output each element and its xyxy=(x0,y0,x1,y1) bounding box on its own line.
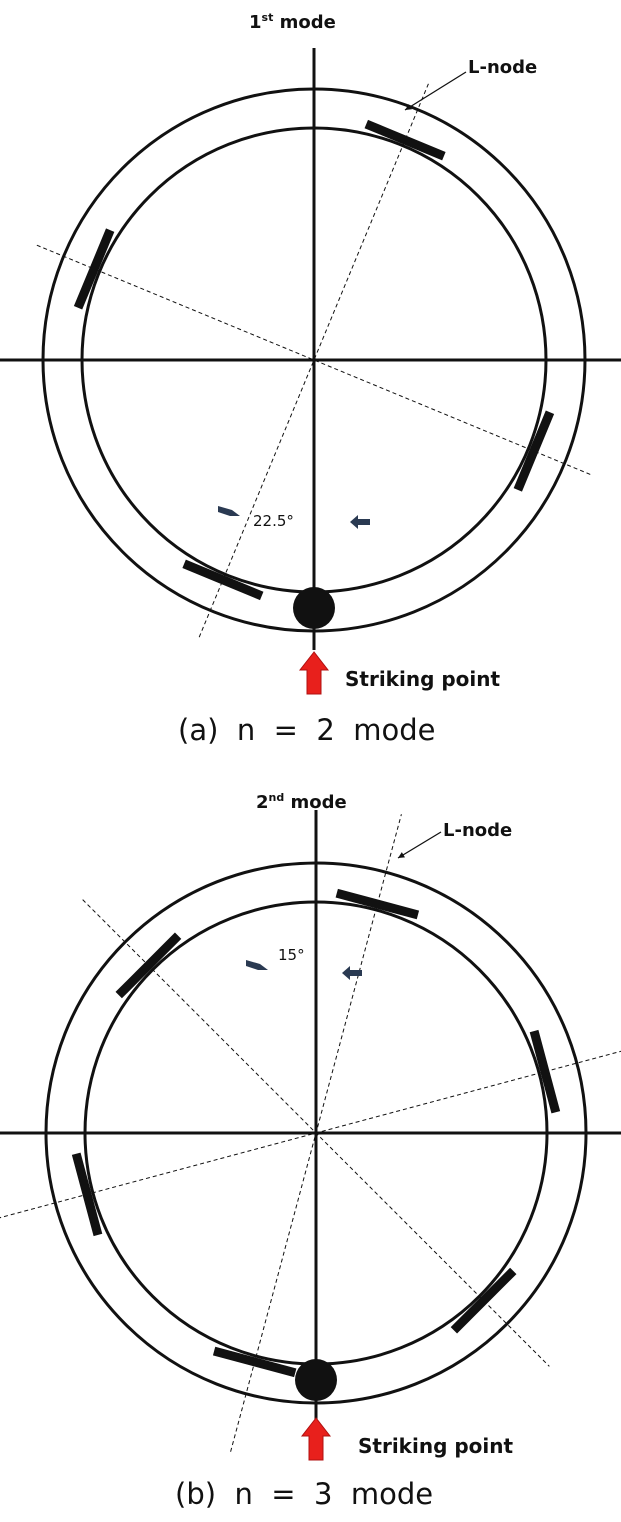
striking-arrow xyxy=(298,651,330,695)
l-node-leader-arrowhead xyxy=(405,104,412,110)
mode-title: 1st mode xyxy=(249,12,336,33)
sensor-bar xyxy=(182,559,264,601)
striking-point-label: Striking point xyxy=(358,1434,514,1458)
angle-arrow-left xyxy=(218,506,240,516)
striking-ball xyxy=(293,587,335,629)
angle-arrow-right xyxy=(342,966,362,980)
mode-ordinal: 2 xyxy=(256,792,269,813)
angle-arrow-right xyxy=(350,515,370,529)
sensor-bar xyxy=(115,932,182,999)
ring-diagram-n2 xyxy=(0,48,621,695)
node-line xyxy=(36,244,592,476)
ring-diagram-n3 xyxy=(0,810,621,1461)
l-node-leader-arrowhead xyxy=(398,852,405,858)
angle-label: 15° xyxy=(278,946,305,964)
mode-suffix: nd xyxy=(268,791,285,804)
panel-n2-mode: 1st mode L-node 22.5° Striking point (a)… xyxy=(0,0,621,760)
sensor-bar xyxy=(450,1267,517,1334)
mode-title: 2nd mode xyxy=(256,792,347,813)
caption: (a) n = 2 mode xyxy=(178,713,436,747)
panel-n3-mode: 2nd mode L-node 15° Striking point (b) n… xyxy=(0,780,621,1522)
striking-arrow xyxy=(300,1417,332,1461)
sensor-bar xyxy=(364,119,446,161)
l-node-leader xyxy=(397,831,442,859)
mode-word: mode xyxy=(290,792,347,813)
angle-label: 22.5° xyxy=(253,512,294,530)
l-node-label: L-node xyxy=(468,57,538,78)
mode-word: mode xyxy=(279,12,336,33)
node-line xyxy=(82,899,550,1367)
node-line xyxy=(198,82,430,638)
sensor-bar xyxy=(212,1346,297,1378)
sensor-bar xyxy=(335,888,420,920)
caption: (b) n = 3 mode xyxy=(175,1477,434,1511)
mode-suffix: st xyxy=(261,11,274,24)
striking-ball xyxy=(295,1359,337,1401)
sensor-bar xyxy=(529,1029,561,1114)
sensor-bar xyxy=(71,1152,103,1237)
sensor-bar xyxy=(73,228,115,310)
angle-arrow-left xyxy=(246,960,268,970)
l-node-label: L-node xyxy=(443,820,513,841)
striking-point-label: Striking point xyxy=(345,667,501,691)
mode-ordinal: 1 xyxy=(249,12,262,33)
l-node-leader xyxy=(404,71,467,111)
sensor-bar xyxy=(513,410,555,492)
